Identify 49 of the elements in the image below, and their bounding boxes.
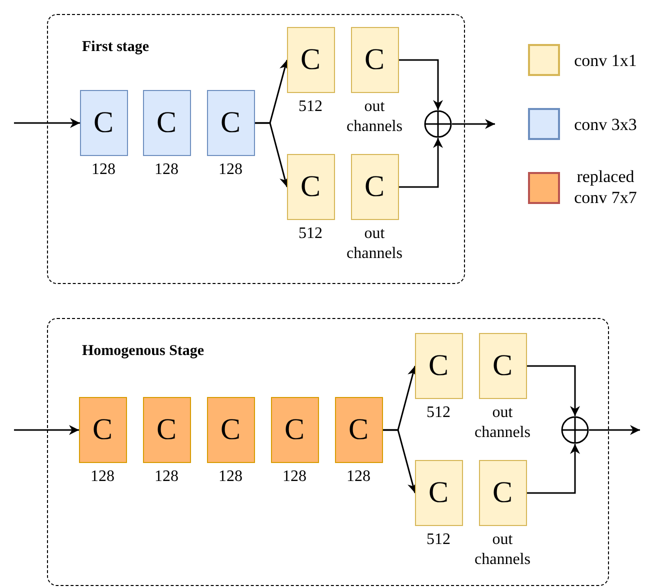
channel-label: 128 (90, 466, 116, 486)
channel-label: 512 (426, 530, 452, 550)
conv-block: C (286, 154, 334, 220)
channel-label: out channels (474, 530, 532, 570)
conv-block: C (414, 460, 462, 526)
channel-label: 128 (90, 160, 116, 180)
conv-block: C (206, 396, 254, 462)
conv-block: C (78, 396, 126, 462)
stage-title: First stage (82, 39, 150, 56)
sum-circle (424, 110, 452, 138)
arrow (14, 425, 79, 435)
stage-title: Homogenous Stage (82, 343, 204, 360)
conv-block: C (80, 90, 128, 156)
channel-label: 512 (426, 402, 452, 422)
conv-block: C (334, 396, 382, 462)
arrow (452, 119, 495, 129)
arrow (527, 444, 580, 494)
channel-label: 512 (298, 224, 324, 244)
conv-block: C (142, 90, 190, 156)
arrow (527, 365, 580, 416)
conv-block: C (350, 154, 398, 220)
conv-block: C (142, 396, 190, 462)
arrow (399, 138, 443, 188)
arrow (14, 118, 80, 128)
stage-frame (47, 14, 465, 284)
conv-block: C (350, 26, 398, 92)
channel-label: 128 (154, 466, 180, 486)
stage-frame (47, 318, 609, 586)
conv-block: C (414, 332, 462, 398)
channel-label: 128 (282, 466, 308, 486)
conv-block: C (478, 460, 526, 526)
conv-block: C (206, 90, 254, 156)
sum-circle (560, 416, 588, 444)
legend-label: conv 1x1 (573, 50, 638, 72)
channel-label: out channels (346, 224, 404, 264)
channel-label: 128 (346, 466, 372, 486)
channel-label: 512 (298, 96, 324, 116)
legend-label: replaced conv 7x7 (573, 166, 638, 208)
channel-label: out channels (346, 96, 404, 136)
arrow (589, 425, 640, 435)
conv-block: C (478, 332, 526, 398)
conv-block: C (270, 396, 318, 462)
legend-label: conv 3x3 (573, 114, 638, 136)
channel-label: 128 (218, 160, 244, 180)
channel-label: 128 (154, 160, 180, 180)
channel-label: 128 (218, 466, 244, 486)
arrow (399, 59, 443, 110)
channel-label: out channels (474, 402, 532, 442)
conv-block: C (286, 26, 334, 92)
